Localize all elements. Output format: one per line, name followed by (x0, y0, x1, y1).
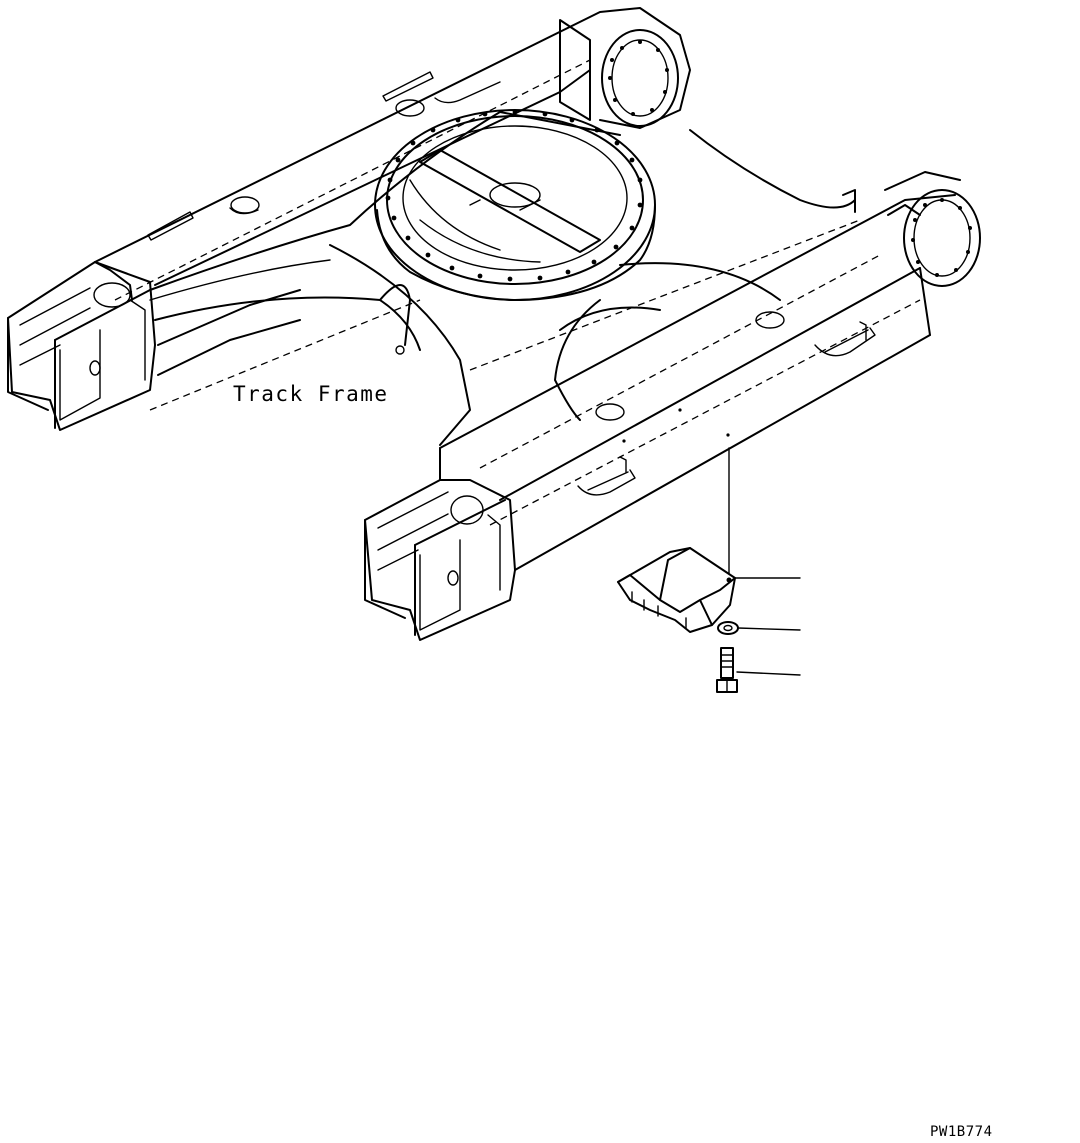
right-rear-bore (884, 171, 981, 287)
guard-part (617, 547, 736, 633)
track-frame-label: Track Frame (233, 382, 389, 406)
right-side-rail (439, 189, 956, 571)
left-rear-bore (601, 29, 679, 127)
swing-circle (374, 109, 656, 301)
track-frame (7, 7, 981, 641)
washer-part (717, 621, 739, 635)
callout-leader-bolt (736, 671, 801, 676)
center-body (149, 111, 861, 446)
left-side-rail (94, 7, 691, 411)
left-front-end (7, 261, 156, 431)
right-front-end (364, 447, 516, 641)
swing-circle-bolt-holes (385, 109, 643, 282)
callout-leader-washer (737, 627, 801, 631)
bolt-part (716, 647, 738, 693)
reference-code-label: PW1B774 (930, 1124, 993, 1140)
callout-leaders (734, 577, 801, 676)
